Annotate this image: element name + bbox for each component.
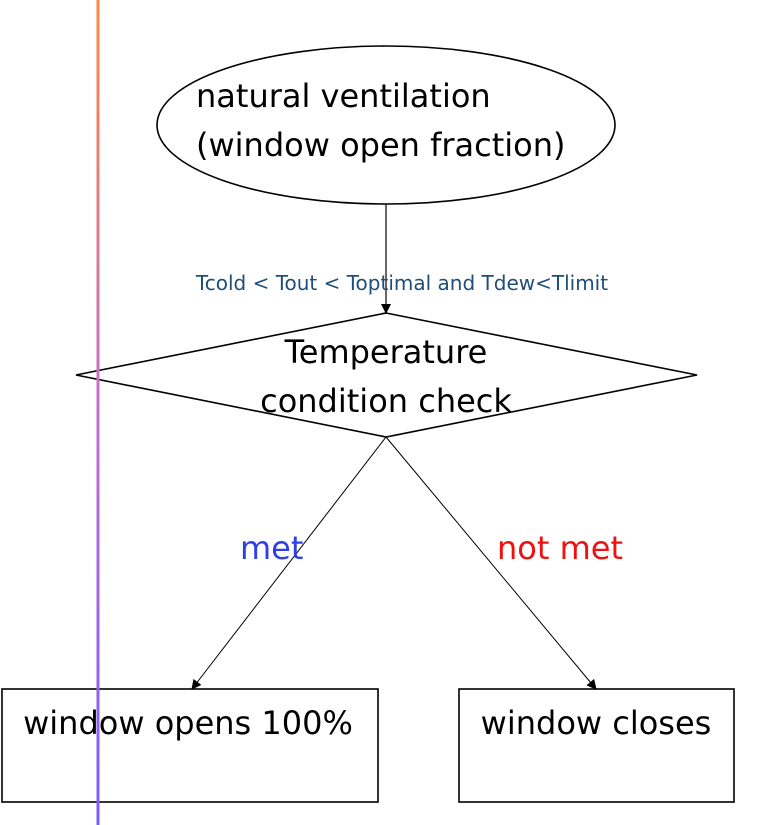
start-node-line2: (window open fraction)	[196, 126, 566, 164]
start-node-ellipse	[156, 45, 616, 205]
decision-node-line2: condition check	[260, 382, 512, 420]
condition-edge-label: Tcold < Tout < Toptimal and Tdew<Tlimit	[195, 271, 608, 295]
start-node-line1: natural ventilation	[196, 77, 491, 115]
not-met-outcome-box	[458, 688, 735, 803]
met-outcome-text: window opens 100%	[23, 704, 353, 742]
met-label: met	[240, 529, 303, 567]
not-met-label: not met	[497, 529, 623, 567]
met-outcome-box	[1, 688, 379, 803]
met-branch-arrow	[191, 436, 387, 690]
not-met-outcome-text: window closes	[481, 704, 712, 742]
not-met-branch-arrow	[385, 436, 597, 690]
decision-node-line1: Temperature	[284, 333, 488, 371]
vertical-guide-line	[96, 0, 100, 825]
